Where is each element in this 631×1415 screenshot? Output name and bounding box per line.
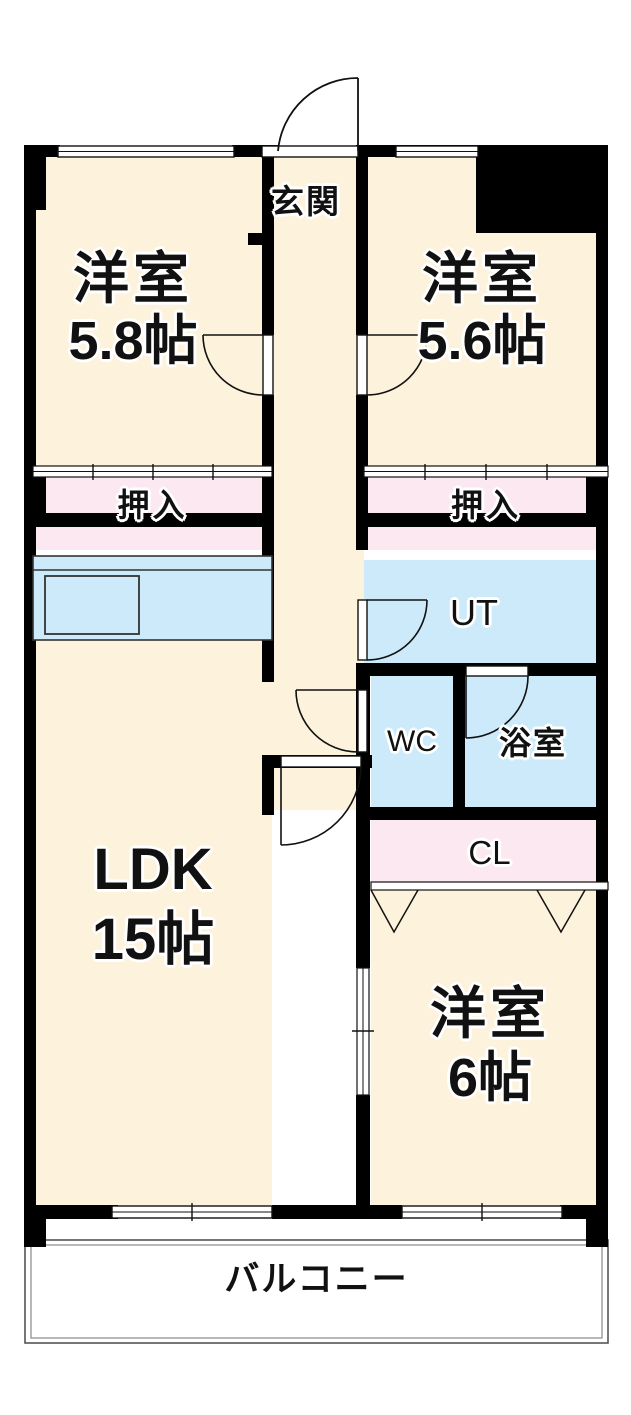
floor-bedroom-west [33, 155, 272, 475]
wall-left-main [24, 145, 36, 515]
openings [32, 77, 609, 1221]
wall-bottom-left-stub [24, 1205, 118, 1219]
wall-right-main [596, 145, 608, 1215]
wall-left-ldk [24, 515, 36, 1215]
floor-toilet [371, 675, 453, 810]
wall-corridor-left-c [262, 755, 274, 815]
wall-bedroom-south-left-b [356, 1095, 370, 1215]
wall-corridor-right-b [356, 395, 368, 550]
wall-entrance-ledge [248, 233, 274, 245]
wall-closet-west-bottom [24, 513, 274, 527]
wall-closet-east-bottom [356, 513, 608, 527]
closet-south-folding-doors[interactable] [370, 881, 609, 934]
wall-bottom-right-end [560, 1205, 608, 1219]
kitchen-sink [44, 575, 140, 635]
floor-ldk [33, 560, 272, 1210]
window-bedroom-east-north [395, 145, 479, 158]
window-bedroom-south-south [401, 1203, 563, 1221]
entrance-swing-door[interactable] [261, 77, 359, 158]
window-bedroom-west-north [57, 145, 235, 158]
sliding-door-closet-west[interactable] [32, 464, 273, 480]
floor-fills [24, 155, 609, 1344]
wall-left-lower-thick [24, 475, 46, 525]
wall-top-entry-left [248, 145, 262, 157]
door-ldk-hall[interactable] [280, 755, 362, 846]
sliding-door-bedroom-south[interactable] [352, 967, 374, 1096]
door-bedroom-west[interactable] [202, 334, 274, 396]
floor-bathroom [461, 675, 608, 810]
floor-closet-south [371, 820, 608, 882]
floor-corridor [272, 155, 364, 810]
wall-wc-bath-divider [453, 663, 465, 813]
door-ut[interactable] [357, 599, 428, 661]
door-bedroom-east[interactable] [356, 334, 428, 396]
wall-bedroom-south-left-a [356, 820, 370, 968]
floor-closet-west [33, 475, 272, 550]
floor-balcony [24, 1239, 609, 1344]
wall-corridor-right [356, 145, 368, 335]
wall-bottom-mid-stub [272, 1205, 368, 1219]
wall-ut-bottom [368, 663, 466, 676]
sliding-door-closet-east[interactable] [363, 464, 609, 480]
door-ldk-corridor[interactable] [295, 689, 368, 753]
floor-bedroom-south [371, 882, 608, 1210]
wall-wetarea-bottom [356, 807, 608, 820]
kitchen-counter [32, 555, 273, 641]
window-ldk-south [111, 1203, 273, 1221]
balcony-inner-line [30, 1244, 603, 1339]
floor-utility [364, 560, 608, 675]
door-bath[interactable] [465, 665, 529, 739]
floor-closet-east [364, 475, 608, 550]
wall-right-upper-thick [586, 145, 608, 233]
wall-right-closet-thick [586, 475, 608, 525]
